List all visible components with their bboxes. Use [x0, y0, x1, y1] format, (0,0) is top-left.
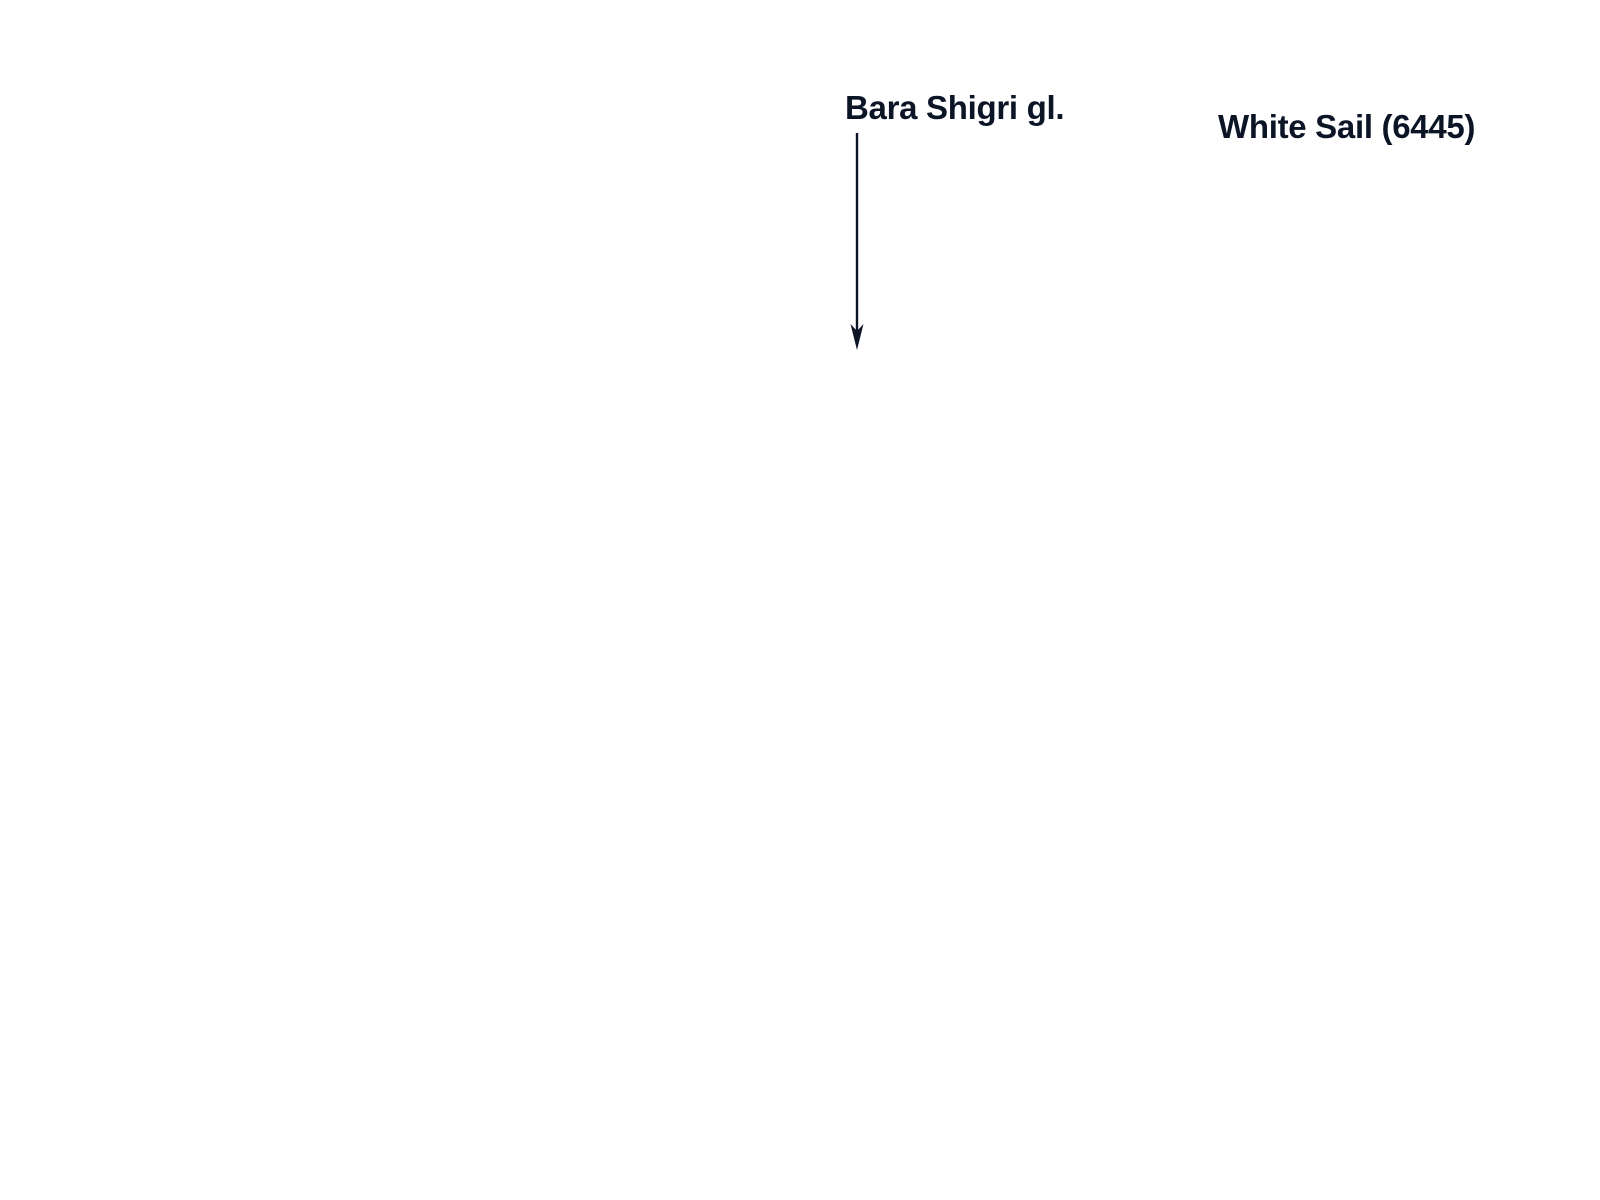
glacier-label: Bara Shigri gl. [845, 89, 1065, 126]
arrow-down-icon [850, 324, 864, 350]
peak-label: White Sail (6445) [1218, 108, 1476, 145]
